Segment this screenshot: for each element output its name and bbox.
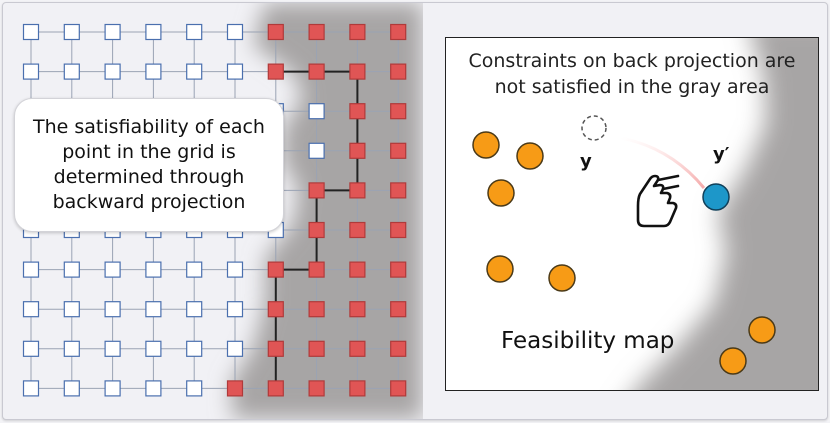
grid-cell-feasible	[22, 261, 40, 278]
grid-cell-feasible	[63, 63, 80, 80]
orange-point	[472, 131, 500, 159]
grid-cell-feasible	[226, 261, 244, 278]
infeasible-gray-region	[636, 38, 818, 390]
grid-cell-infeasible	[390, 103, 407, 120]
grid-cell-feasible	[226, 340, 244, 357]
movement-trail	[620, 136, 706, 189]
grid-cell-infeasible	[390, 380, 407, 397]
grid-cell-infeasible	[349, 340, 366, 357]
grid-cell-infeasible	[349, 63, 366, 80]
grid-cell-infeasible	[390, 23, 407, 41]
label-y: y	[580, 151, 592, 172]
pointing-hand-icon	[636, 174, 680, 228]
grid-cell-infeasible	[390, 340, 407, 357]
feasibility-map-label: Feasibility map	[501, 328, 675, 354]
grid-cell-infeasible	[349, 103, 366, 120]
grid-cell-infeasible	[390, 182, 407, 199]
grid-cell-feasible	[63, 340, 80, 357]
grid-cell-feasible	[22, 340, 40, 357]
grid-cell-infeasible	[349, 142, 366, 159]
feasibility-map-canvas	[472, 38, 818, 390]
grid-cell-feasible	[63, 261, 80, 278]
grid-cell-infeasible	[349, 261, 366, 278]
grid-cell-infeasible	[308, 301, 325, 318]
grid-cell-feasible	[186, 63, 203, 80]
grid-cell-infeasible	[308, 182, 325, 199]
orange-point	[548, 264, 576, 292]
grid-cell-feasible	[104, 380, 121, 397]
grid-cell-feasible	[308, 103, 325, 120]
callout-box: The satisfiability of each point in the …	[14, 98, 284, 232]
grid-cell-feasible	[226, 301, 244, 318]
grid-cell-infeasible	[349, 380, 366, 397]
grid-cell-feasible	[145, 301, 162, 318]
grid-cell-feasible	[226, 63, 244, 80]
grid-cell-infeasible	[226, 380, 244, 397]
grid-cell-feasible	[104, 340, 121, 357]
grid-cell-infeasible	[390, 63, 407, 80]
grid-cell-feasible	[22, 380, 40, 397]
grid-cell-feasible	[145, 340, 162, 357]
grid-cell-infeasible	[349, 23, 366, 41]
label-y-prime: y′	[713, 144, 730, 165]
projected-point-y-prime	[702, 183, 730, 211]
callout-text: The satisfiability of each point in the …	[33, 116, 265, 213]
grid-cell-infeasible	[390, 301, 407, 318]
grid-cell-infeasible	[349, 221, 366, 239]
orange-point	[516, 142, 544, 170]
grid-cell-feasible	[22, 63, 40, 80]
grid-cell-infeasible	[308, 380, 325, 397]
grid-cell-feasible	[63, 301, 80, 318]
grid-cell-feasible	[145, 23, 162, 41]
orange-point	[719, 347, 747, 375]
grid-cell-feasible	[308, 142, 325, 159]
grid-cell-feasible	[22, 23, 40, 41]
grid-cell-feasible	[104, 23, 121, 41]
grid-cell-infeasible	[390, 221, 407, 239]
grid-cell-feasible	[226, 23, 244, 41]
grid-cell-infeasible	[349, 301, 366, 318]
grid-cell-feasible	[145, 63, 162, 80]
grid-cell-feasible	[63, 23, 80, 41]
original-point-y	[581, 115, 607, 141]
grid-cell-feasible	[63, 380, 80, 397]
grid-cell-infeasible	[308, 261, 325, 278]
grid-cell-feasible	[104, 261, 121, 278]
grid-cell-infeasible	[267, 261, 284, 278]
orange-point	[486, 255, 514, 283]
grid-cell-feasible	[186, 261, 203, 278]
orange-point	[748, 316, 776, 344]
feasibility-map-panel: Constraints on back projection are not s…	[445, 37, 819, 391]
grid-cell-infeasible	[267, 23, 284, 41]
grid-cell-infeasible	[308, 340, 325, 357]
grid-cell-infeasible	[267, 340, 284, 357]
grid-cell-feasible	[22, 301, 40, 318]
grid-cell-feasible	[186, 380, 203, 397]
constraint-caption: Constraints on back projection are not s…	[468, 50, 796, 98]
grid-cell-feasible	[104, 63, 121, 80]
grid-cell-infeasible	[267, 380, 284, 397]
grid-cell-infeasible	[308, 221, 325, 239]
grid-cell-infeasible	[267, 301, 284, 318]
orange-point	[487, 179, 515, 207]
grid-cell-feasible	[145, 261, 162, 278]
grid-cell-feasible	[186, 301, 203, 318]
grid-cell-infeasible	[308, 23, 325, 41]
grid-cell-infeasible	[390, 142, 407, 159]
grid-cell-infeasible	[349, 182, 366, 199]
grid-cell-feasible	[186, 23, 203, 41]
grid-cell-infeasible	[390, 261, 407, 278]
grid-cell-infeasible	[267, 63, 284, 80]
grid-cell-feasible	[104, 301, 121, 318]
grid-cell-feasible	[186, 340, 203, 357]
grid-cell-feasible	[145, 380, 162, 397]
grid-cell-infeasible	[308, 63, 325, 80]
